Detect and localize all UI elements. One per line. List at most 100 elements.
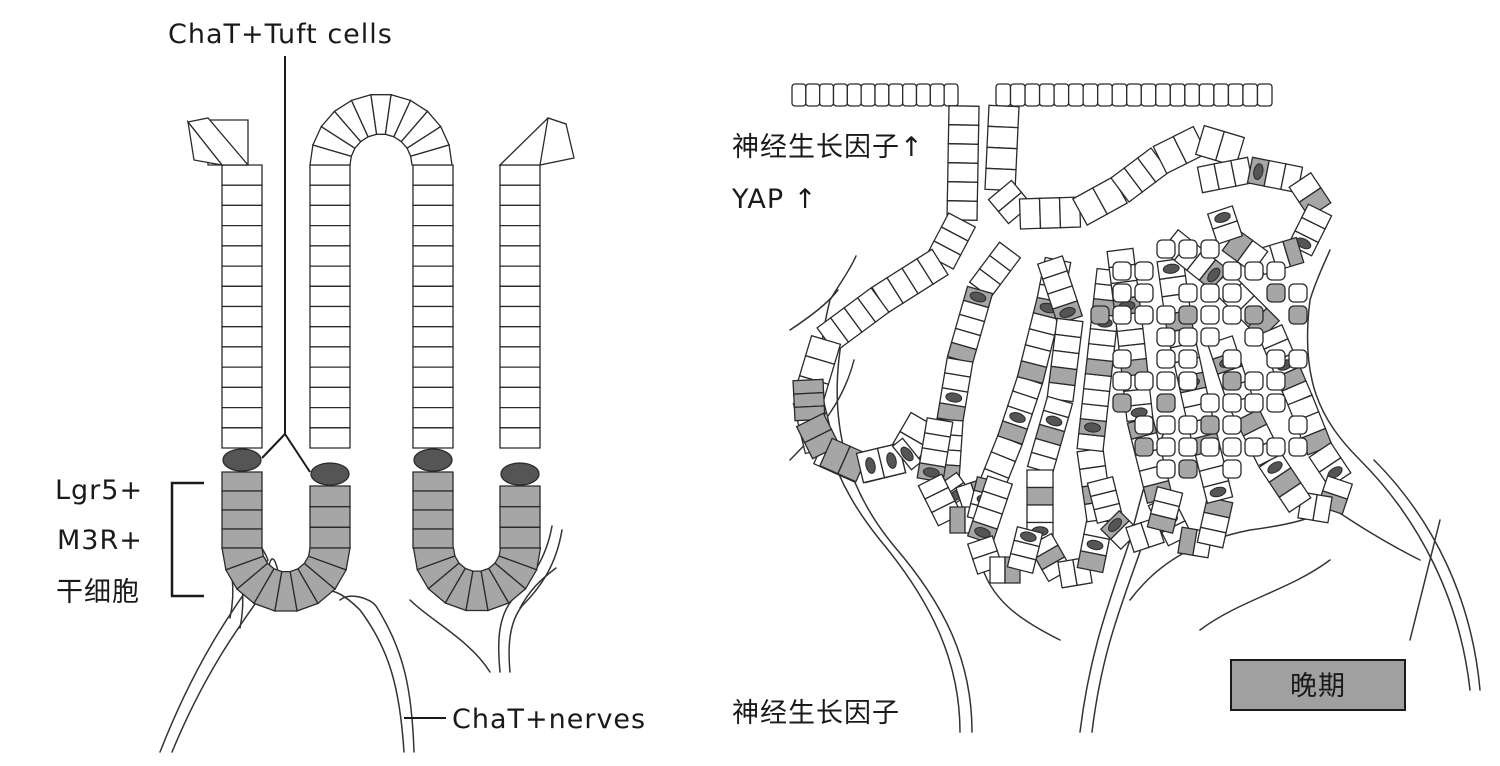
epithelial-cell [413,387,453,407]
stem-cell [413,510,453,529]
proliferating-cell [1179,372,1197,390]
tuft-cell [414,449,452,471]
surface-cell [996,84,1011,106]
proliferating-cell [1135,284,1153,302]
surface-cell [792,84,806,106]
surface-cell [917,84,931,106]
epithelial-cell [413,428,453,448]
proliferating-cell [1157,240,1175,258]
surface-cell [834,84,848,106]
epithelial-cell [948,144,978,164]
epithelial-cell [222,428,262,448]
chat-nerves-label: ChaT+nerves [452,704,646,735]
surface-cell [944,84,958,106]
epithelial-cell [310,307,350,327]
proliferating-cell [1179,306,1197,324]
yap-up-label: YAP ↑ [731,184,817,215]
proliferating-cell [1027,488,1053,506]
proliferating-cell [1091,306,1109,324]
epithelial-cell [413,205,453,225]
epithelial-cell [413,327,453,347]
epithelial-cell [222,246,262,266]
proliferating-cell [1179,460,1197,478]
surface-cell [1185,84,1200,106]
epithelial-cell [1040,198,1061,229]
epithelial-cell [222,347,262,367]
proliferating-cell [1289,306,1307,324]
epithelial-cell [413,347,453,367]
proliferating-cell [1157,416,1175,434]
proliferating-cell [990,557,1005,583]
proliferating-cell [1135,416,1153,434]
epithelial-cell [413,165,453,185]
stem-cell [500,507,540,528]
epithelial-cell [413,185,453,205]
epithelial-cell [222,286,262,306]
nerve-fiber [1200,560,1330,630]
surface-cell [875,84,889,106]
tuft-cell [223,449,261,471]
epithelial-cell [310,428,350,448]
proliferating-cell [1157,306,1175,324]
proliferating-cell [1135,306,1153,324]
proliferating-cell [1179,416,1197,434]
proliferating-cell [1179,284,1197,302]
proliferating-cell [1179,240,1197,258]
stem-cell [500,486,540,507]
stem-cell [413,491,453,510]
proliferating-cell [1245,438,1263,456]
surface-cell [1127,84,1142,106]
proliferating-cell [1201,328,1219,346]
stem-cell [413,472,453,491]
proliferating-cell [1113,284,1131,302]
nerve-fiber [340,596,414,752]
epithelial-cell [413,367,453,387]
proliferating-cell [950,507,965,533]
surface-cell [1156,84,1171,106]
epithelial-cell [222,165,262,185]
proliferating-cell [1223,372,1241,390]
proliferating-cell [1201,284,1219,302]
surface-cell [1228,84,1243,106]
stem-cell [500,527,540,548]
stem-cell [310,507,350,528]
stem-cell [222,529,262,548]
epithelial-cell [222,307,262,327]
epithelial-cell [310,367,350,387]
epithelial-cell [222,205,262,225]
surface-cell [1141,84,1156,106]
proliferating-cell [1223,460,1241,478]
surface-cell [1112,84,1127,106]
epithelial-cell [500,165,540,185]
surface-cell [1069,84,1084,106]
epithelial-cell [310,266,350,286]
proliferating-cell [1201,438,1219,456]
epithelial-cell [310,347,350,367]
epithelial-cell [500,205,540,225]
proliferating-cell [1113,306,1131,324]
epithelial-cell [310,246,350,266]
proliferating-cell [1223,438,1241,456]
epithelial-cell [500,226,540,246]
epithelial-cell [500,387,540,407]
surface-cell [903,84,917,106]
epithelial-cell [988,105,1019,127]
epithelial-cell [310,327,350,347]
epithelial-cell [500,347,540,367]
tuft-cells-label: ChaT+Tuft cells [168,19,393,50]
nerve-fiber [322,590,404,752]
epithelial-cell [222,185,262,205]
epithelial-cell [500,246,540,266]
surface-cell [930,84,944,106]
proliferating-cell [1267,284,1285,302]
epithelial-cell [413,226,453,246]
surface-cell [1011,84,1026,106]
stem-cells-bracket [172,483,204,596]
surface-cell [806,84,820,106]
surface-cell [1214,84,1229,106]
proliferating-cell [1245,394,1263,412]
epithelial-cell [500,408,540,428]
epithelial-cell [413,408,453,428]
proliferating-cell [1289,416,1307,434]
nerve-fiber [1092,546,1142,732]
